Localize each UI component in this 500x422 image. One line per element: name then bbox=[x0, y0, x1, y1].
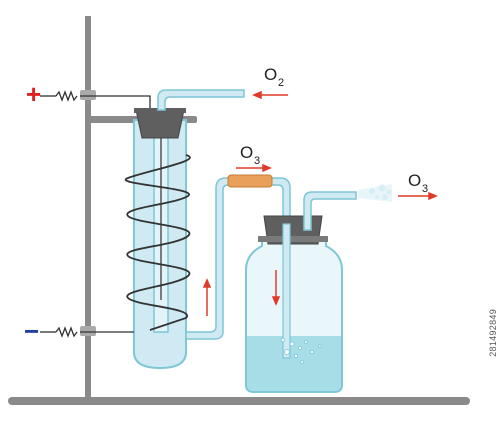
spiral-coil-icon bbox=[124, 154, 191, 331]
inlet-label: O 2 bbox=[264, 65, 284, 89]
inlet-gas-text: O bbox=[264, 65, 277, 84]
zigzag-wire-icon bbox=[55, 326, 78, 338]
zigzag-wire-icon bbox=[55, 90, 78, 102]
stock-id: 281492849 bbox=[488, 309, 498, 357]
outlet-gas-text: O bbox=[408, 171, 421, 190]
tube-gas-text: O bbox=[240, 143, 253, 162]
stand-clamp-top bbox=[80, 90, 96, 100]
gas-puff-icon bbox=[358, 184, 392, 202]
wash-bottle bbox=[245, 191, 357, 393]
negative-terminal: − bbox=[24, 316, 134, 346]
tube-label: O 3 bbox=[240, 143, 260, 167]
positive-sign: + bbox=[26, 79, 41, 109]
positive-terminal: + bbox=[26, 79, 151, 109]
lab-stand bbox=[8, 16, 470, 405]
stand-rod bbox=[85, 16, 91, 400]
stand-base bbox=[8, 397, 470, 405]
inlet-gas-subscript: 2 bbox=[278, 77, 284, 89]
rubber-connector bbox=[227, 174, 273, 188]
bottle-liquid bbox=[247, 336, 341, 391]
stand-clamp-bottom bbox=[80, 326, 96, 336]
tube-gas-subscript: 3 bbox=[254, 155, 260, 167]
inlet-tube bbox=[157, 89, 245, 111]
gas-bubbles bbox=[280, 337, 322, 364]
tube-stopper bbox=[135, 109, 185, 139]
flow-arrows bbox=[202, 90, 438, 316]
outlet-gas-subscript: 3 bbox=[422, 183, 428, 195]
negative-sign: − bbox=[24, 316, 39, 346]
outlet-label: O 3 bbox=[408, 171, 428, 195]
